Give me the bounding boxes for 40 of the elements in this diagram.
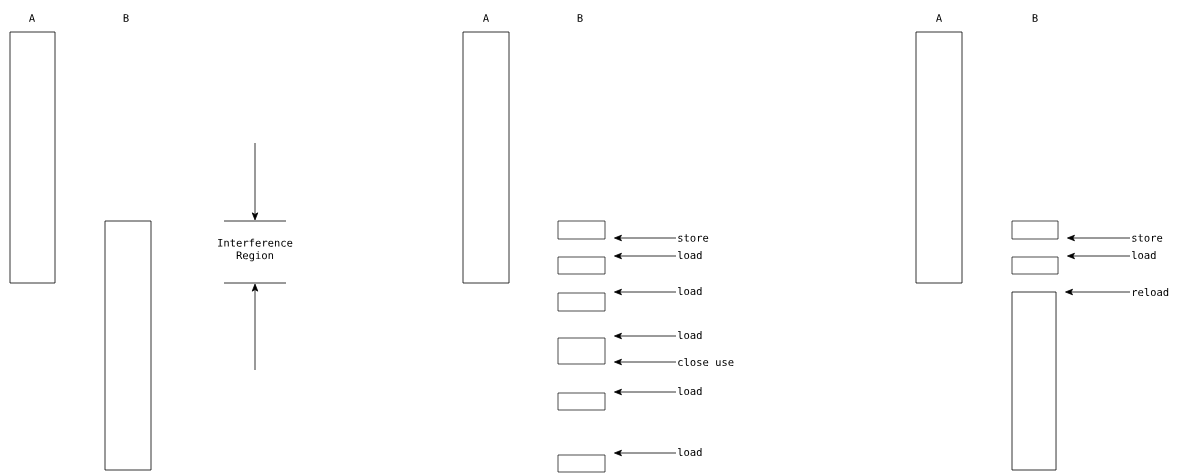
text-label: B [577, 14, 583, 22]
arrow [1067, 252, 1131, 260]
arrow [1067, 234, 1131, 242]
text-label: B [123, 14, 129, 22]
arrow [614, 332, 677, 340]
arrow [614, 288, 677, 296]
small-box [1011, 220, 1059, 240]
text-label: store [1132, 234, 1163, 242]
tall-bar [104, 220, 152, 471]
text-label: load [678, 447, 702, 457]
small-box [557, 337, 606, 365]
text-label: load [678, 330, 702, 340]
tall-bar [915, 31, 963, 284]
arrow [1065, 288, 1131, 296]
text-label: store [678, 234, 709, 242]
small-box [557, 220, 606, 240]
text-label: A [936, 14, 942, 22]
small-box [1011, 256, 1059, 275]
tall-bar [9, 31, 56, 284]
arrow [614, 234, 677, 242]
arrow [614, 252, 677, 260]
text-label: A [483, 14, 489, 22]
text-label: load [1132, 250, 1156, 260]
arrow [614, 358, 677, 366]
tall-bar [1011, 291, 1057, 471]
text-label: B [1032, 14, 1038, 22]
small-box [557, 256, 606, 275]
text-label: load [678, 386, 702, 396]
text-label: load [678, 286, 702, 296]
small-box [557, 392, 606, 411]
text-label: reload [1133, 287, 1169, 297]
small-box [557, 454, 606, 473]
arrow [614, 388, 677, 396]
small-box [557, 292, 606, 312]
tall-bar [462, 31, 510, 284]
arrow [614, 449, 677, 457]
text-label: close use [678, 357, 734, 367]
text-label: load [678, 250, 702, 260]
text-label: A [29, 14, 35, 22]
text-label: Interference Region [218, 238, 293, 262]
